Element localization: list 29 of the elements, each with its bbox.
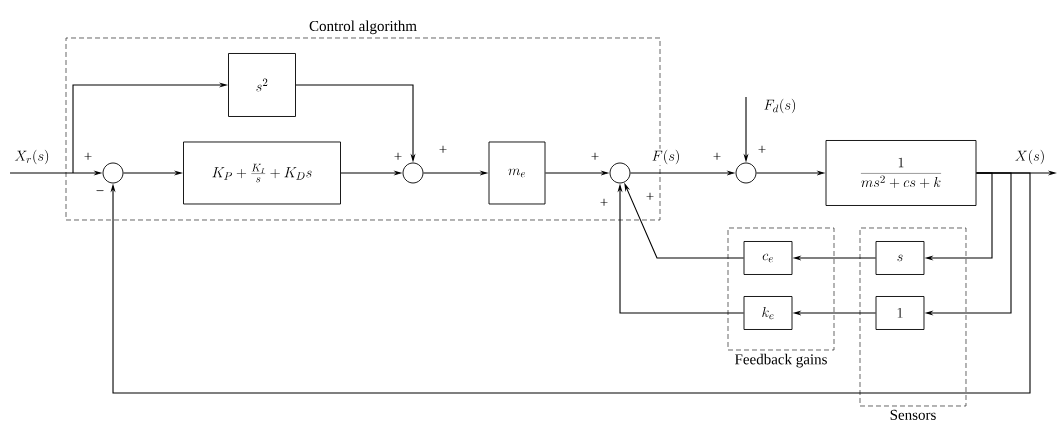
signal-label: $F(s)$ [650,148,682,166]
transfer-function-block: $m_e$ [488,141,546,205]
transfer-function-block: $K_P + \frac{K_I}{s} + K_D s$ [183,141,341,205]
sign-label: − [96,190,104,192]
summing-junction [735,162,757,184]
node-label: Control algorithm [309,20,417,35]
summing-junction [102,162,124,184]
sign-label: + [439,145,447,153]
sign-label: + [84,152,92,160]
signal-label: $F_d(s)$ [762,97,798,115]
arrow [110,172,1031,394]
signal-label: $X(s)$ [1013,148,1047,166]
sign-label: + [394,152,402,160]
summing-junction [402,162,424,184]
transfer-function-block: $\frac{1}{ms^2 + cs + k}$ [825,140,977,206]
transfer-function-block: $s$ [875,241,925,275]
sign-label: + [646,192,654,200]
sign-label: + [758,145,766,153]
sign-label: + [591,152,599,160]
transfer-function-block: $1$ [875,296,925,330]
sign-label: + [600,198,608,206]
transfer-function-block: $c_e$ [743,241,793,275]
transfer-function-block: $k_e$ [743,296,793,330]
summing-junction [609,162,631,184]
sign-label: + [713,152,721,160]
node-label: Feedback gains [735,353,827,368]
signal-label: $X_r(s)$ [13,148,51,166]
transfer-function-block: $s^2$ [228,53,296,117]
node-label: Sensors [890,409,936,420]
